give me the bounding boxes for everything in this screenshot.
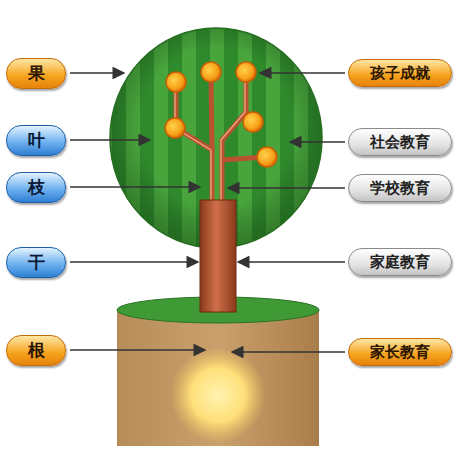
- soil: [117, 310, 319, 446]
- part-label: 枝: [6, 172, 66, 203]
- root-glow: [170, 347, 266, 443]
- label-text: 根: [28, 339, 45, 362]
- part-label: 干: [6, 247, 66, 278]
- part-label: 根: [6, 335, 66, 366]
- meaning-label: 家庭教育: [348, 248, 452, 276]
- meaning-label: 社会教育: [348, 128, 452, 156]
- branch-highlight: [175, 76, 245, 205]
- label-text: 果: [28, 62, 45, 85]
- meaning-label: 学校教育: [348, 174, 452, 202]
- label-text: 干: [28, 251, 45, 274]
- branches: [176, 74, 265, 205]
- trunk: [200, 200, 236, 312]
- fruits: [165, 62, 277, 167]
- label-text: 家庭教育: [370, 253, 430, 272]
- label-text: 学校教育: [370, 179, 430, 198]
- label-text: 枝: [28, 176, 45, 199]
- label-text: 叶: [28, 129, 45, 152]
- label-text: 孩子成就: [370, 64, 430, 83]
- label-text: 社会教育: [370, 133, 430, 152]
- part-label: 叶: [6, 125, 66, 156]
- meaning-label: 孩子成就: [348, 59, 452, 87]
- meaning-label: 家长教育: [348, 338, 452, 366]
- leader-arrows: [70, 73, 345, 352]
- part-label: 果: [6, 58, 66, 89]
- label-text: 家长教育: [370, 343, 430, 362]
